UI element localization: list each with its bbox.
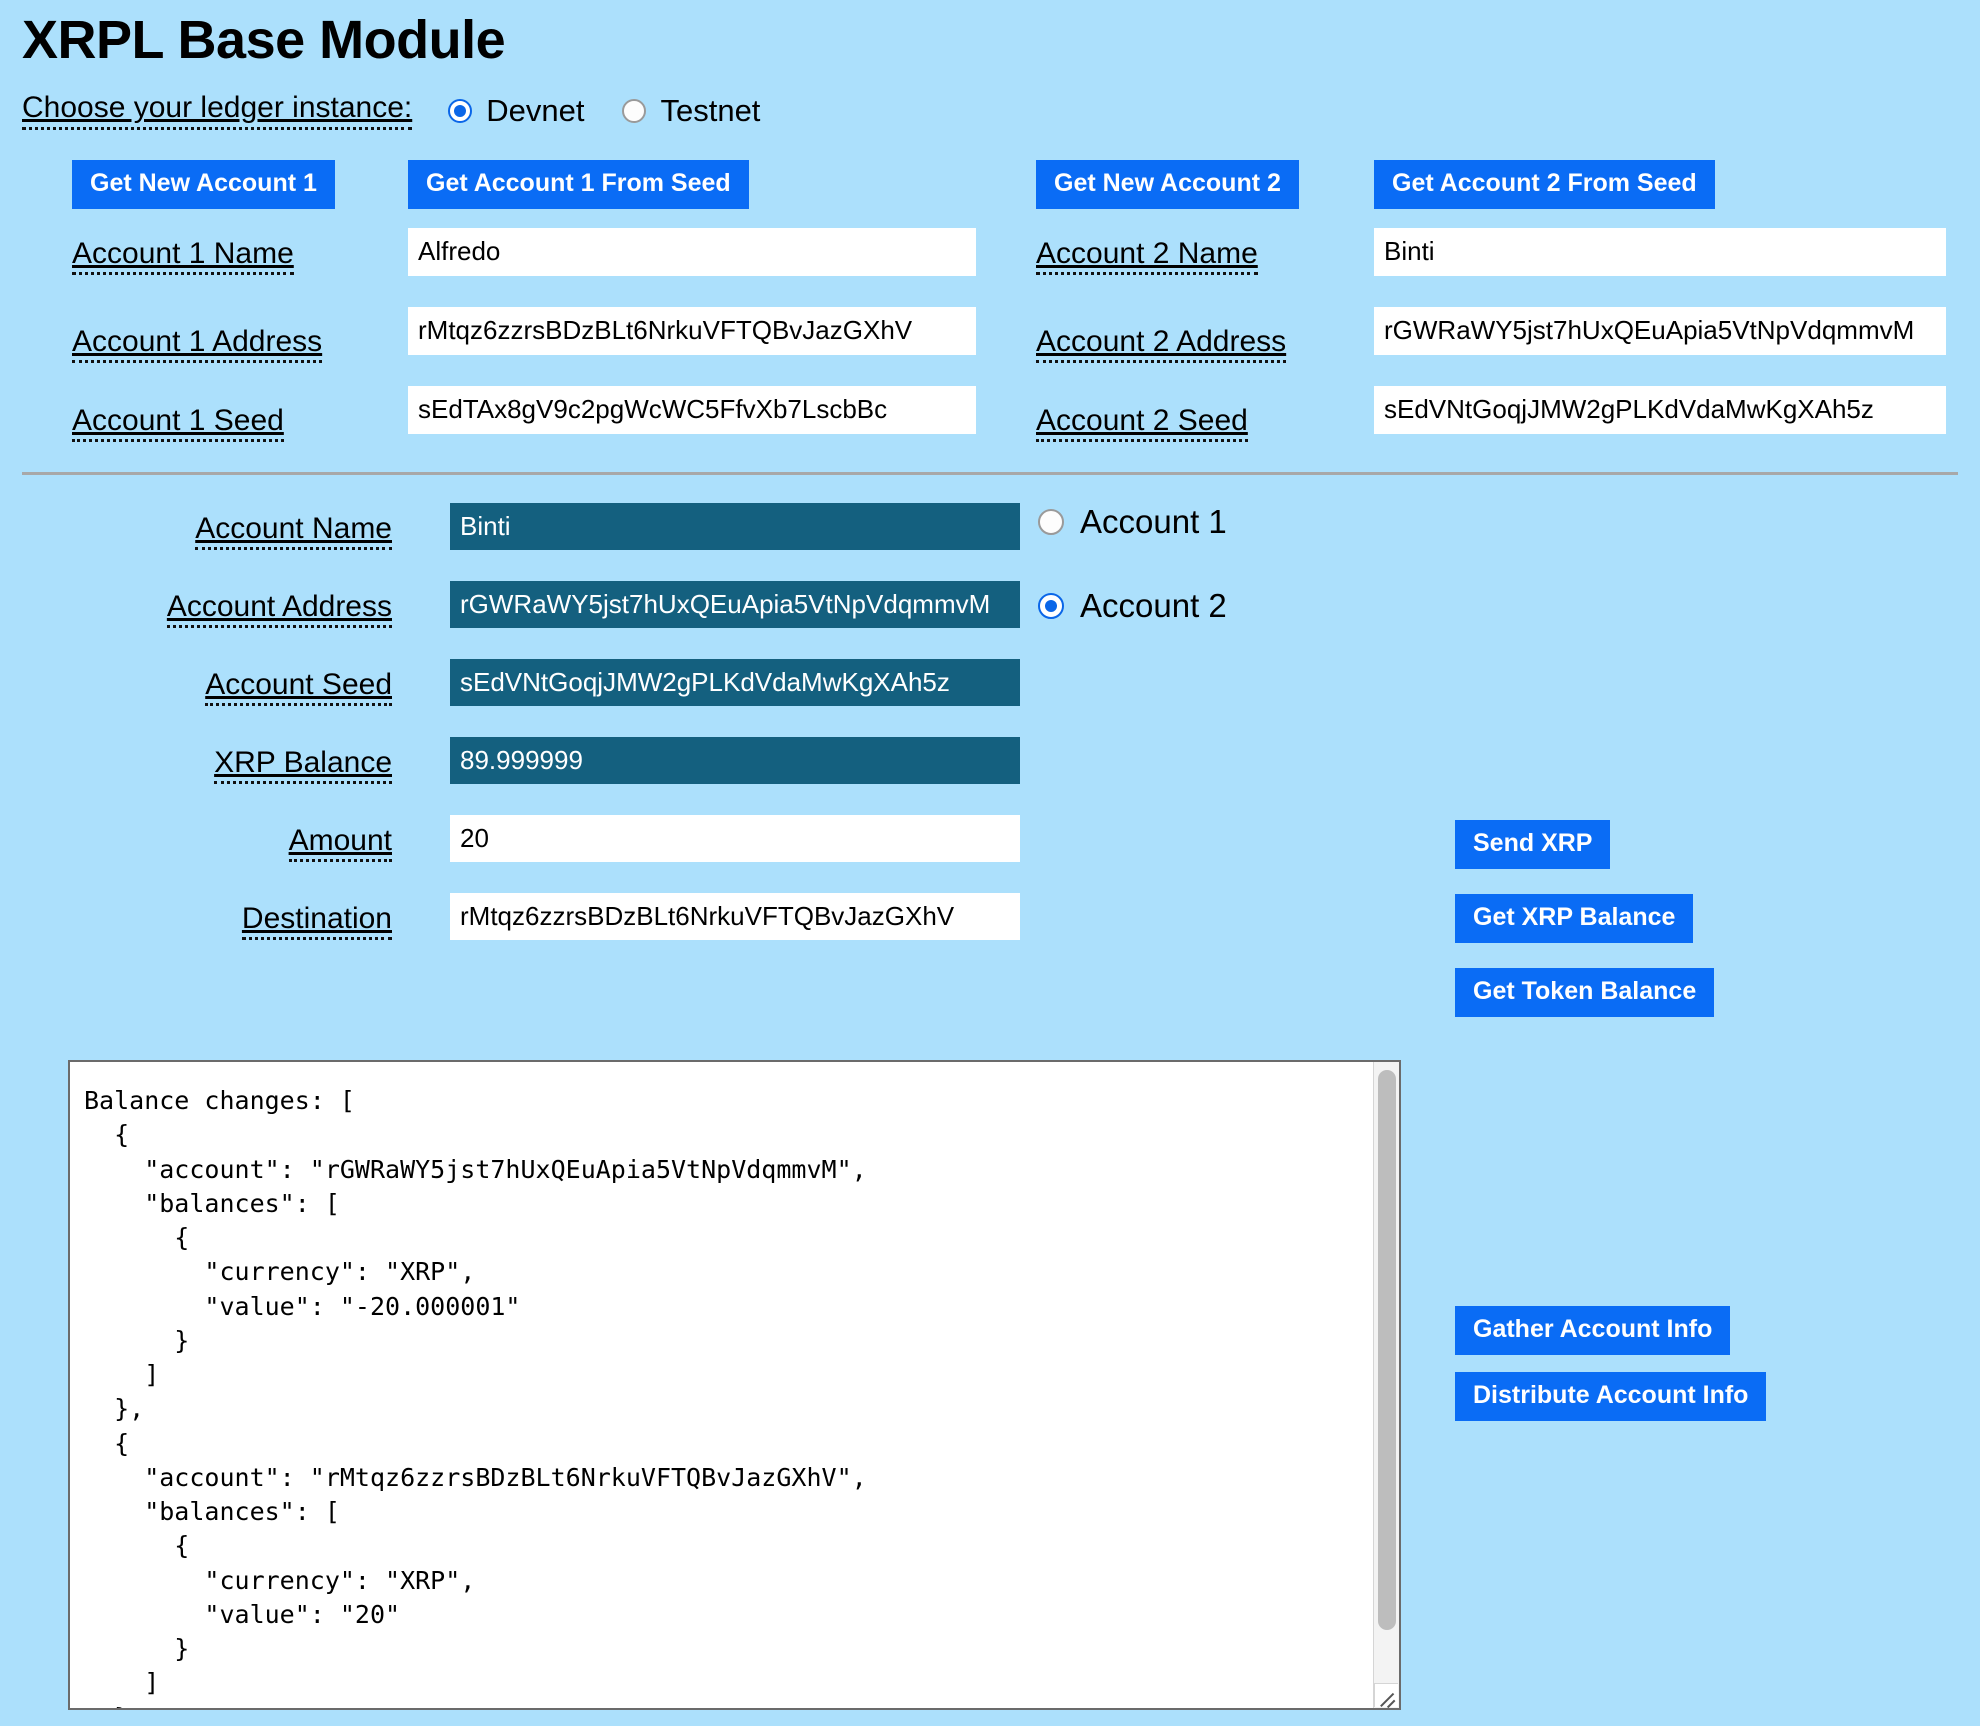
gather-account-info-button[interactable]: Gather Account Info [1455,1306,1731,1355]
destination-label: Destination [241,903,392,941]
amount-label: Amount [288,825,392,863]
results-scrollbar-track[interactable] [1373,1062,1399,1708]
account-address-input[interactable] [450,580,1020,628]
accounts-section: Get New Account 1 Get Account 1 From See… [0,159,1980,460]
xrp-action-buttons: Send XRP Get XRP Balance Get Token Balan… [1455,820,1715,1042]
page-title: XRPL Base Module [22,10,506,70]
account-name-label: Account Name [195,513,392,551]
account-info-buttons: Gather Account Info Distribute Account I… [1455,1306,1767,1438]
account-seed-input[interactable] [450,658,1020,706]
account-1-seed-input[interactable] [408,385,976,434]
radio-account-2-icon[interactable] [1038,592,1064,619]
account-2-address-input[interactable] [1374,306,1946,355]
radio-account-1-icon[interactable] [1038,508,1064,535]
results-scrollbar-thumb[interactable] [1378,1070,1396,1630]
ledger-chooser-row: Choose your ledger instance: Devnet Test… [22,92,1980,130]
section-divider [22,471,1958,475]
account-1-seed-label: Account 1 Seed [72,405,284,443]
ledger-instance-label: Choose your ledger instance: [22,92,413,130]
account-1-address-label: Account 1 Address [72,326,323,364]
account-2-name-input[interactable] [1374,227,1946,276]
account-1-name-label: Account 1 Name [72,238,294,276]
get-new-account-2-button[interactable]: Get New Account 2 [1036,159,1299,209]
active-account-panel: Account Name Account Address Account See… [0,489,1980,949]
account-selector-radio-group: Account 1 Account 2 [1038,503,1265,671]
get-token-balance-button[interactable]: Get Token Balance [1455,968,1715,1017]
radio-option-testnet[interactable]: Testnet [622,93,760,129]
destination-input[interactable] [450,892,1020,940]
distribute-account-info-button[interactable]: Distribute Account Info [1455,1372,1767,1421]
xrp-balance-input[interactable] [450,736,1020,784]
account-seed-label: Account Seed [205,669,392,707]
radio-devnet-label: Devnet [486,93,585,129]
get-xrp-balance-button[interactable]: Get XRP Balance [1455,894,1694,943]
send-xrp-button[interactable]: Send XRP [1455,820,1611,869]
resize-handle-icon[interactable] [1374,1683,1398,1707]
radio-option-account-2[interactable]: Account 2 [1038,587,1227,625]
account-2-seed-input[interactable] [1374,385,1946,434]
account-2-seed-label: Account 2 Seed [1036,405,1248,443]
radio-option-devnet[interactable]: Devnet [448,93,584,129]
xrp-balance-label: XRP Balance [214,747,392,785]
account-2-address-label: Account 2 Address [1036,326,1287,364]
get-account-1-from-seed-button[interactable]: Get Account 1 From Seed [408,159,749,209]
radio-account-1-label: Account 1 [1080,502,1227,540]
account-1-address-input[interactable] [408,306,976,355]
amount-input[interactable] [450,814,1020,862]
radio-account-2-label: Account 2 [1080,586,1227,624]
radio-testnet-icon[interactable] [622,99,647,124]
results-textarea[interactable]: Balance changes: [ { "account": "rGWRaWY… [68,1060,1401,1710]
account-name-input[interactable] [450,502,1020,550]
radio-testnet-label: Testnet [660,93,761,129]
get-account-2-from-seed-button[interactable]: Get Account 2 From Seed [1374,159,1715,209]
get-new-account-1-button[interactable]: Get New Account 1 [72,159,335,209]
results-text[interactable]: Balance changes: [ { "account": "rGWRaWY… [70,1062,1375,1708]
radio-option-account-1[interactable]: Account 1 [1038,503,1227,541]
radio-devnet-icon[interactable] [448,99,473,124]
account-address-label: Account Address [166,591,392,629]
account-1-name-input[interactable] [408,227,976,276]
ledger-radio-group: Devnet Testnet [448,93,798,129]
account-2-name-label: Account 2 Name [1036,238,1258,276]
